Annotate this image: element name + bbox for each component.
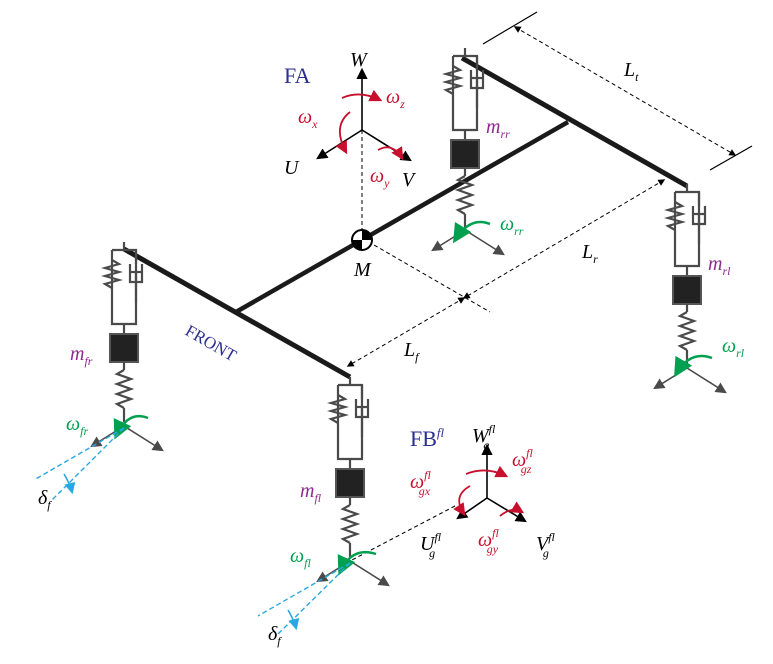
mass-rr-label: mrr	[486, 116, 510, 141]
fa-omega-z: ωz	[386, 86, 405, 111]
fa-rot-y-arrow	[377, 146, 404, 161]
fa-label: FA	[284, 63, 311, 88]
cg-symbol	[351, 229, 373, 251]
dimension-lt	[482, 11, 753, 171]
fa-rot-z-arrow	[341, 89, 383, 102]
wheel-speed-rr-arrow	[452, 220, 491, 244]
chassis-frame	[122, 55, 689, 380]
fa-axes	[316, 67, 412, 162]
ground-axes-rr	[433, 230, 503, 254]
fb-dash-line	[351, 505, 456, 561]
suspension-front-right	[103, 240, 144, 424]
fa-omega-y: ωy	[370, 165, 390, 190]
lf-label: Lf	[403, 339, 420, 364]
fa-w-label: W	[350, 49, 369, 71]
cg-projection-line	[361, 237, 491, 313]
mass-fr-label: mfr	[70, 343, 93, 368]
steer-fl-label: δf	[268, 623, 282, 648]
ground-axes-rl	[655, 368, 725, 392]
dimension-lf	[346, 297, 466, 367]
fa-u-label: U	[284, 157, 300, 179]
wheel-speed-rl-label: ωrl	[722, 335, 745, 360]
fa-omega-x: ωx	[298, 106, 318, 131]
ground-axes-fr	[92, 426, 162, 450]
front-label: FRONT	[182, 321, 240, 366]
fa-rot-x-arrow	[335, 111, 351, 155]
lt-label: Lt	[623, 59, 639, 84]
fb-axes	[453, 443, 527, 523]
ground-axes-fl	[318, 561, 388, 585]
suspension-rear-right	[444, 46, 485, 230]
wheel-speed-fr-arrow	[113, 414, 149, 440]
dimension-lr	[462, 179, 666, 299]
cg-label: M	[353, 259, 372, 281]
mass-fl-label: mfl	[300, 480, 322, 505]
fa-v-label: V	[402, 169, 417, 191]
fb-rot-gx-arrow	[453, 485, 471, 517]
fb-rot-gy-arrow	[499, 501, 525, 517]
wheel-speed-fr-label: ωfr	[66, 413, 88, 438]
wheel-speed-rr-label: ωrr	[500, 213, 524, 238]
steer-fr-label: δf	[38, 487, 52, 512]
fb-label: FBfl	[410, 425, 445, 451]
steer-fr	[33, 427, 125, 501]
mass-rl-label: mrl	[708, 253, 731, 278]
wheel-speed-fl-arrow	[337, 550, 377, 576]
suspension-front-left	[329, 375, 370, 559]
lr-label: Lr	[581, 241, 598, 266]
wheel-speed-fl-label: ωfl	[290, 545, 311, 570]
steer-fl	[257, 562, 351, 637]
fb-rot-gz-arrow	[465, 465, 509, 478]
suspension-rear-left	[666, 182, 707, 366]
wheel-speed-rl-arrow	[674, 354, 713, 378]
